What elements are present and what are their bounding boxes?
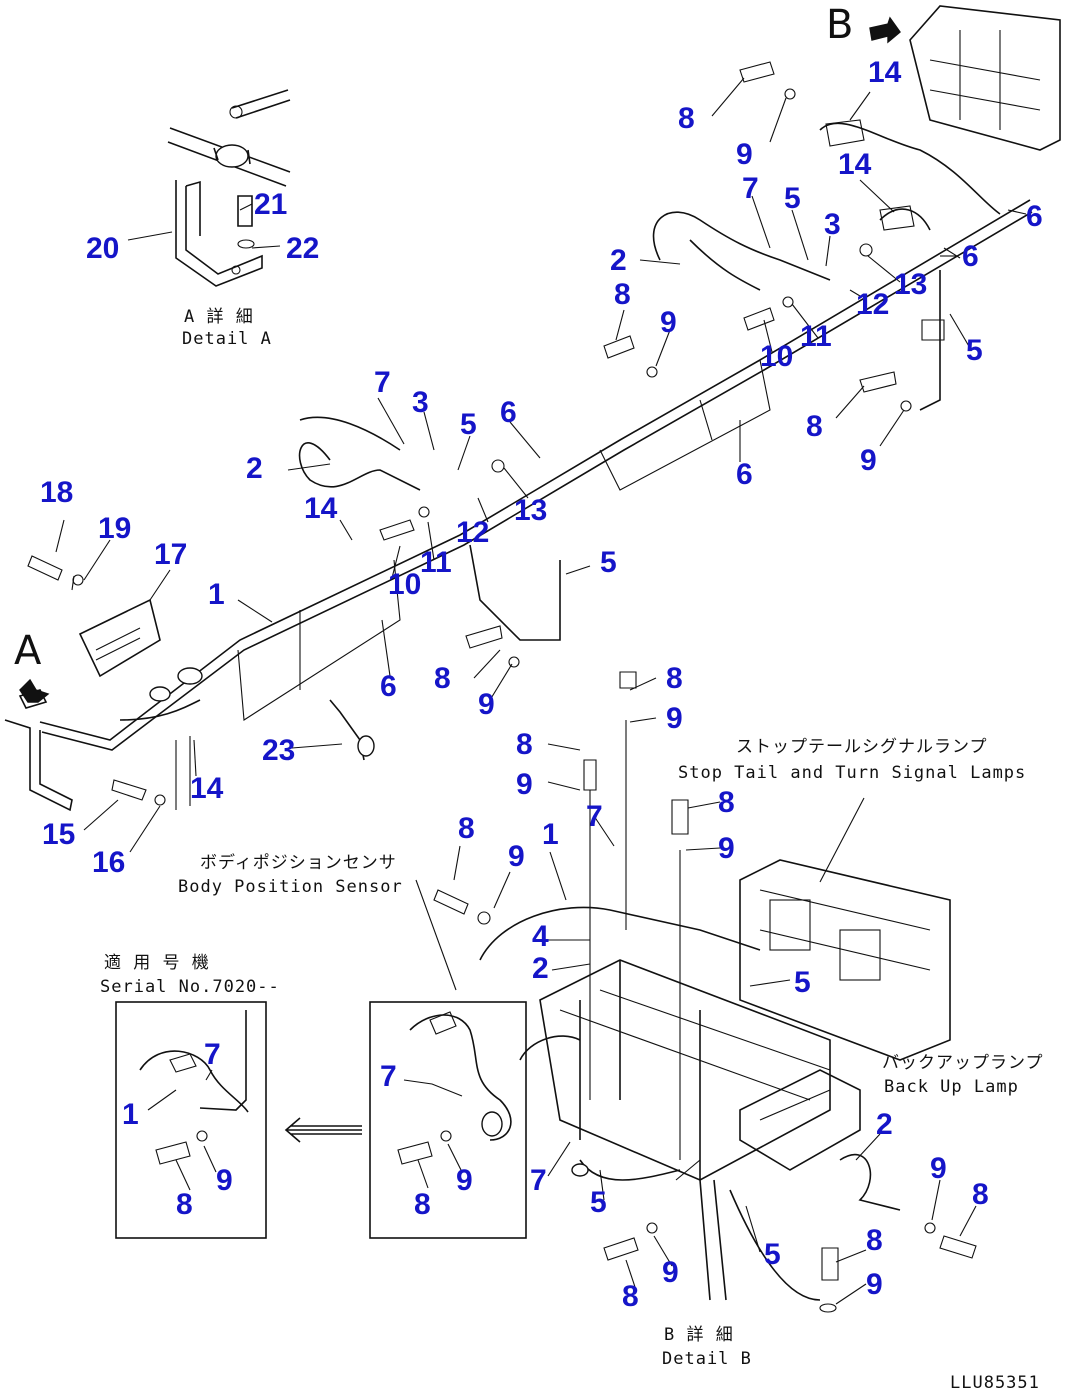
view-letter-b: B [826, 2, 853, 48]
callout-11a: 11 [800, 320, 832, 353]
callout-7b: 7 [374, 366, 391, 399]
callout-18: 18 [40, 476, 73, 509]
callout-9k: 9 [662, 1256, 679, 1289]
body-sensor-caption-jp: ボディポジションセンサ [200, 852, 397, 873]
serial-inset-drawing [115, 1001, 267, 1239]
callout-8j: 8 [866, 1224, 883, 1257]
callout-6a: 6 [1026, 200, 1043, 233]
callout-13a: 13 [894, 268, 927, 301]
callout-9j: 9 [866, 1268, 883, 1301]
callout-9b: 9 [660, 306, 677, 339]
callout-5f: 5 [590, 1186, 607, 1219]
callout-8g: 8 [718, 786, 735, 819]
callout-8c: 8 [806, 410, 823, 443]
callout-6d: 6 [500, 396, 517, 429]
stop-tail-caption-en: Stop Tail and Turn Signal Lamps [678, 763, 1026, 783]
detail-a-drawing [167, 89, 291, 287]
callout-14a: 14 [868, 56, 902, 89]
callout-19: 19 [98, 512, 131, 545]
callout-1c: 1 [122, 1098, 139, 1131]
callout-21: 21 [254, 188, 287, 221]
callout-7c: 7 [586, 800, 603, 833]
callout-14d: 14 [190, 772, 224, 805]
callout-5b: 5 [966, 334, 983, 367]
callout-5a: 5 [784, 182, 801, 215]
callout-7f: 7 [380, 1060, 397, 1093]
callout-22: 22 [286, 232, 319, 265]
callout-9a: 9 [736, 138, 753, 171]
callout-8k: 8 [622, 1280, 639, 1313]
callout-8a: 8 [678, 102, 695, 135]
callout-20: 20 [86, 232, 119, 265]
callout-3a: 3 [824, 208, 841, 241]
callout-15: 15 [42, 818, 75, 851]
callout-9c: 9 [860, 444, 877, 477]
detail-b-caption-jp: B 詳 細 [664, 1325, 734, 1345]
callout-7a: 7 [742, 172, 759, 205]
callout-16: 16 [92, 846, 125, 879]
callout-8l: 8 [176, 1188, 193, 1221]
callout-14c: 14 [304, 492, 338, 525]
view-letter-a: A [14, 628, 42, 674]
backup-caption-jp: バックアップランプ [882, 1053, 1044, 1073]
callout-12b: 12 [456, 516, 489, 549]
body-sensor-caption-en: Body Position Sensor [178, 877, 403, 897]
sensor-box-drawing [284, 1001, 527, 1239]
callout-5g: 5 [764, 1238, 781, 1271]
detail-a-caption-en: Detail A [182, 329, 272, 349]
callout-7e: 7 [204, 1038, 221, 1071]
callout-5d: 5 [600, 546, 617, 579]
callout-13b: 13 [514, 494, 547, 527]
callout-9g: 9 [718, 832, 735, 865]
main-harness-drawing [4, 5, 1061, 812]
callout-8m: 8 [414, 1188, 431, 1221]
callout-2d: 2 [876, 1108, 893, 1141]
callout-9m: 9 [456, 1164, 473, 1197]
callout-3b: 3 [412, 386, 429, 419]
callout-10b: 10 [388, 568, 421, 601]
callout-11b: 11 [420, 546, 452, 579]
callout-8b: 8 [614, 278, 631, 311]
callout-6c: 6 [736, 458, 753, 491]
detail-b-caption-en: Detail B [662, 1349, 752, 1369]
callout-2c: 2 [532, 952, 549, 985]
callout-8i: 8 [972, 1178, 989, 1211]
callout-8d: 8 [434, 662, 451, 695]
callout-2b: 2 [246, 452, 263, 485]
callout-9h: 9 [508, 840, 525, 873]
callout-5c: 5 [460, 408, 477, 441]
detail-b-drawing [433, 671, 977, 1313]
callout-8f: 8 [516, 728, 533, 761]
callout-12a: 12 [856, 288, 889, 321]
callout-9l: 9 [216, 1164, 233, 1197]
callout-9i: 9 [930, 1152, 947, 1185]
callout-1a: 1 [208, 578, 225, 611]
callout-10a: 10 [760, 340, 793, 373]
callout-4: 4 [532, 920, 549, 953]
serial-caption-jp: 適 用 号 機 [104, 953, 210, 973]
leader-lines [55, 77, 1027, 1305]
callout-6b: 6 [962, 240, 979, 273]
callout-9d: 9 [478, 688, 495, 721]
drawing-code: LLU85351 [950, 1373, 1040, 1392]
backup-caption-en: Back Up Lamp [884, 1077, 1019, 1097]
callout-2a: 2 [610, 244, 627, 277]
callout-7d: 7 [530, 1164, 547, 1197]
callout-9e: 9 [666, 702, 683, 735]
callout-9f: 9 [516, 768, 533, 801]
callout-17: 17 [154, 538, 187, 571]
callout-5e: 5 [794, 966, 811, 999]
callout-23: 23 [262, 734, 295, 767]
callout-8e: 8 [666, 662, 683, 695]
captions: B A A 詳 細 Detail A B 詳 細 Detail B ストップテー… [14, 2, 1044, 1392]
callout-14b: 14 [838, 148, 872, 181]
serial-caption-en: Serial No.7020-- [100, 977, 280, 997]
callout-8h: 8 [458, 812, 475, 845]
callout-6e: 6 [380, 670, 397, 703]
part-callouts: 20 21 22 14 8 9 14 7 5 3 6 6 2 13 12 8 9… [40, 56, 1043, 1313]
callout-1b: 1 [542, 818, 559, 851]
stop-tail-caption-jp: ストップテールシグナルランプ [736, 737, 988, 757]
detail-a-caption-jp: A 詳 細 [184, 307, 254, 327]
